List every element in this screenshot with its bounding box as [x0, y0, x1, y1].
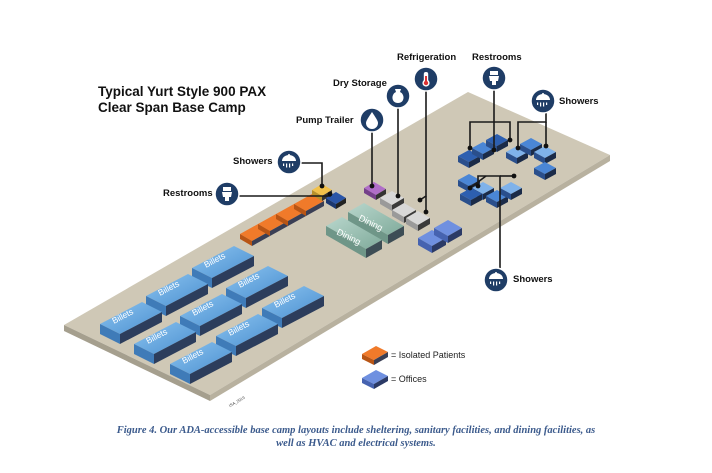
label-restrooms-top: Restrooms: [472, 52, 522, 63]
sanitary-unit: [460, 188, 482, 206]
legend-offices: = Offices: [391, 374, 427, 384]
billet-tent: Billets: [216, 314, 278, 356]
billet-tent: Billets: [100, 302, 162, 344]
office-tents: [418, 220, 462, 253]
shower-icon: [276, 149, 302, 175]
shower-icon: [483, 267, 509, 293]
label-showers-right: Showers: [559, 96, 599, 107]
label-dry-storage: Dry Storage: [333, 78, 387, 89]
shower-icon: [530, 88, 556, 114]
toilet-icon: [214, 181, 240, 207]
caption-line-2: well as HVAC and electrical systems.: [276, 438, 436, 449]
legend-office-swatch: [362, 370, 388, 389]
title-line-1: Typical Yurt Style 900 PAX: [98, 84, 267, 99]
billets-group: BilletsBilletsBilletsBilletsBilletsBille…: [100, 246, 324, 384]
right-sanitary-cluster: [458, 134, 556, 208]
diagram-title: Typical Yurt Style 900 PAX Clear Span Ba…: [98, 84, 266, 116]
leader-dots: [319, 137, 549, 215]
sanitary-unit: [520, 138, 542, 156]
billet-tent: Billets: [262, 286, 324, 328]
label-refrigeration: Refrigeration: [397, 52, 457, 63]
label-restrooms-left: Restrooms: [163, 188, 213, 199]
callout-leader-lines: [230, 84, 547, 268]
water-drop-icon: [359, 107, 385, 133]
legend-isolated-patients: = Isolated Patients: [391, 350, 466, 360]
caption-line-1: Figure 4. Our ADA-accessible base camp l…: [116, 425, 596, 436]
label-showers-bottom: Showers: [513, 274, 553, 285]
isolated-patient-tents: [240, 194, 324, 246]
legend-isolated-swatch: [362, 346, 388, 365]
billet-tent: Billets: [170, 342, 232, 384]
storage-units: [364, 182, 430, 231]
title-line-2: Clear Span Base Camp: [98, 100, 246, 115]
label-showers-left: Showers: [233, 156, 273, 167]
sanitary-unit: [534, 146, 556, 164]
figure-caption: Figure 4. Our ADA-accessible base camp l…: [40, 424, 672, 450]
label-pump-trailer: Pump Trailer: [296, 115, 354, 126]
dry-storage-sack-icon: [385, 83, 411, 109]
dining-halls: Dining Dining: [326, 203, 404, 258]
refrigeration-thermometer-icon: [413, 66, 439, 92]
sanitary-unit: [534, 162, 556, 180]
toilet-icon: [481, 65, 507, 91]
sanitary-unit: [500, 182, 522, 200]
